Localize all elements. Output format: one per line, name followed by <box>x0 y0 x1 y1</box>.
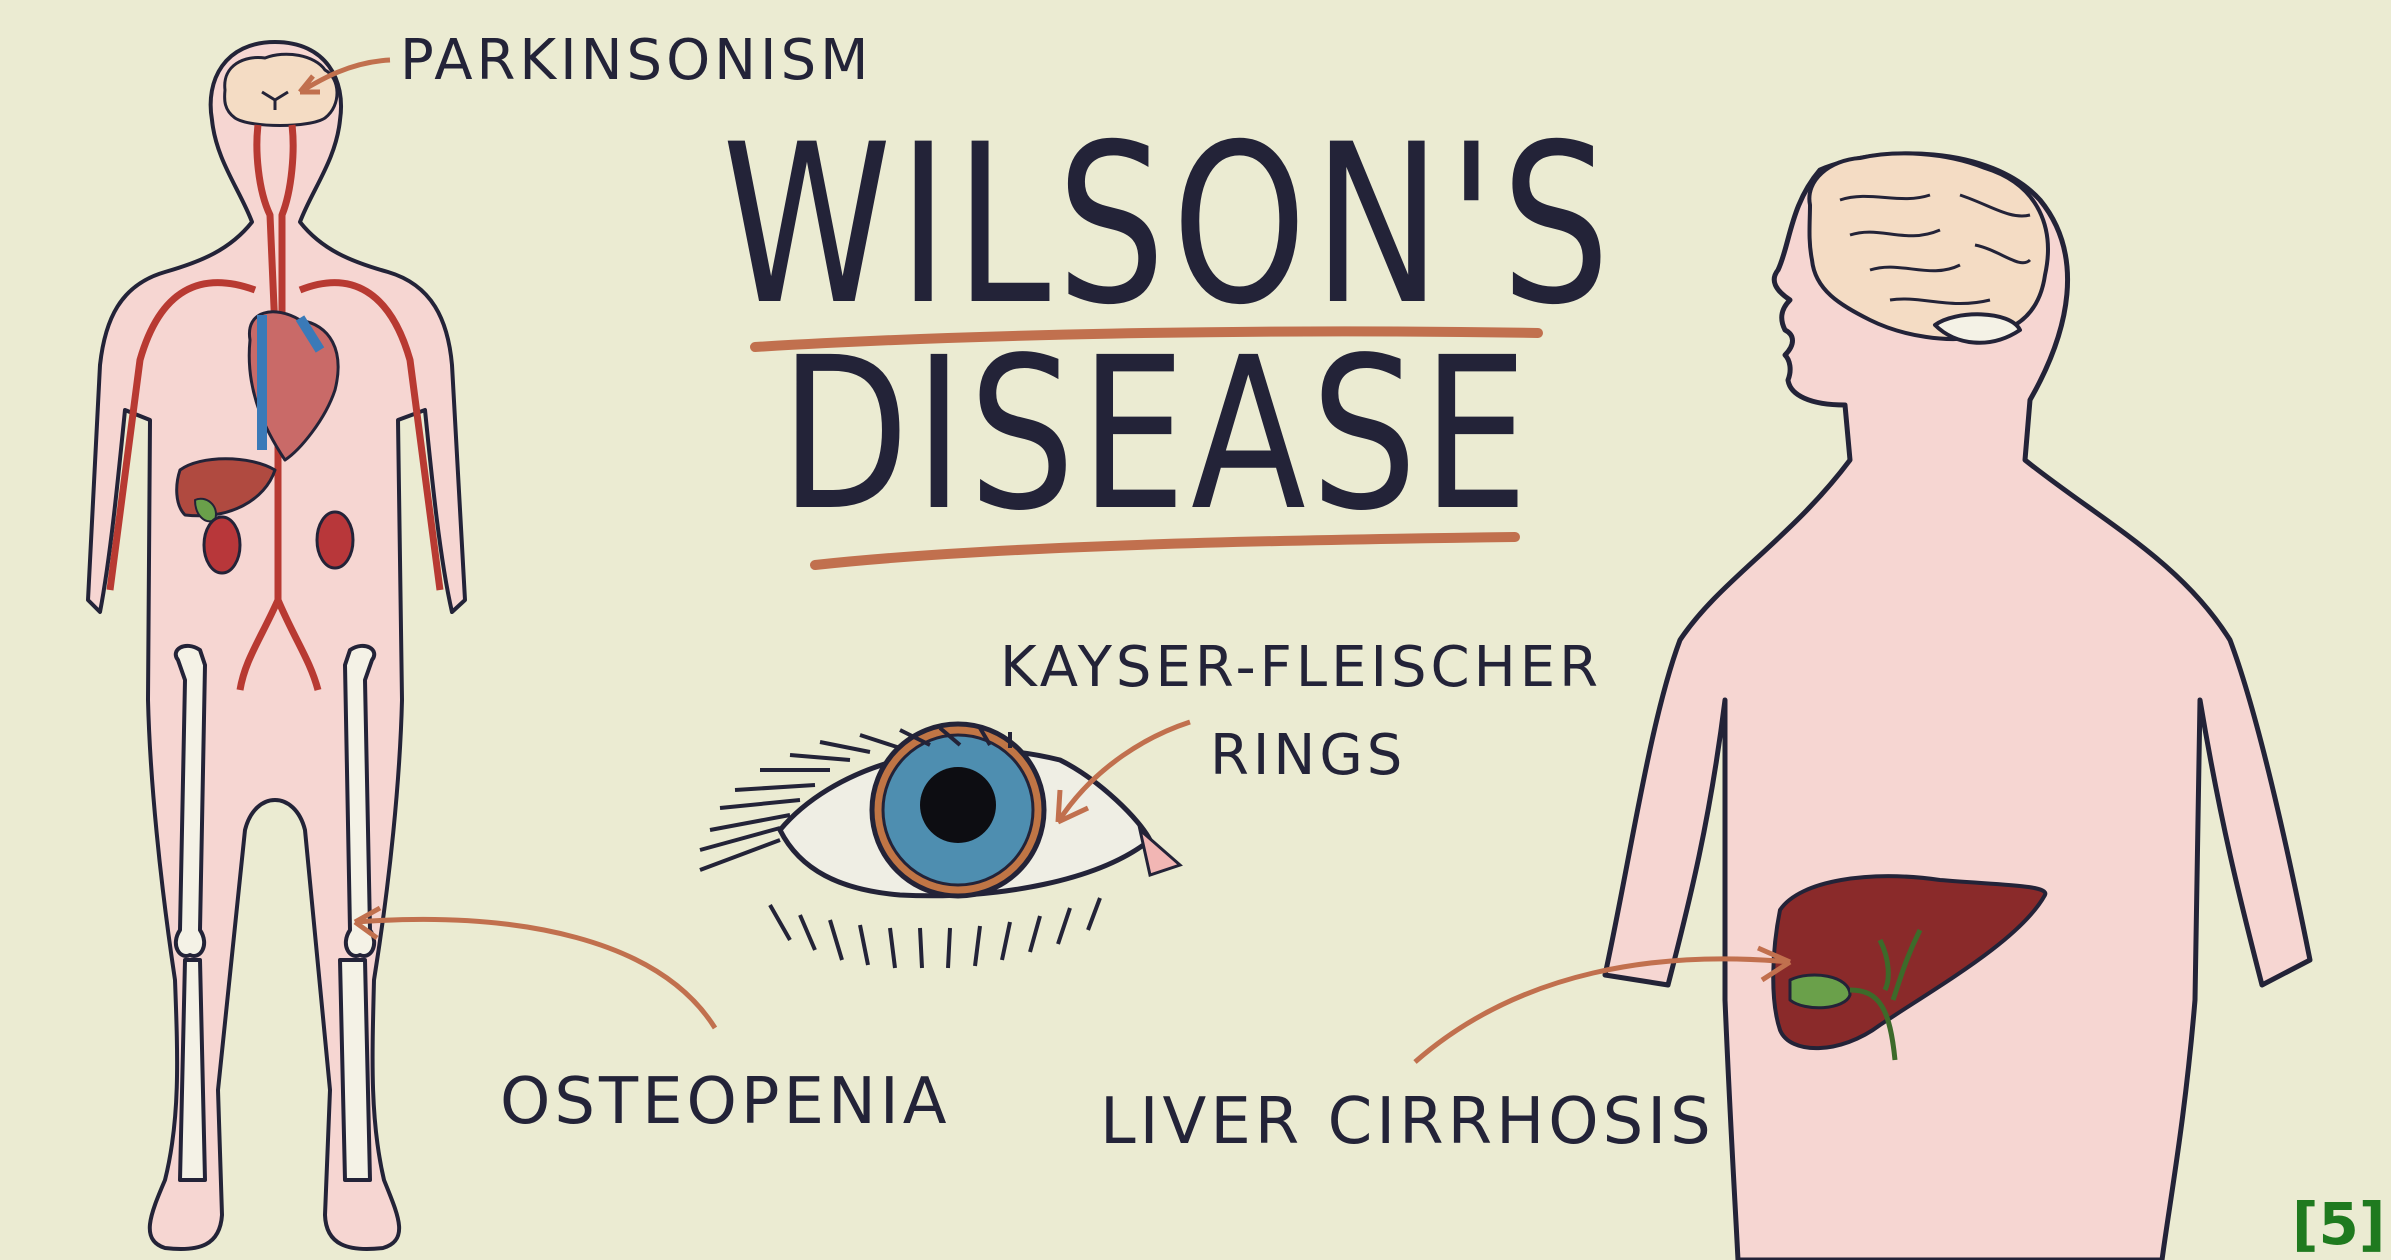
title-line-1: WILSON'S <box>722 115 1616 335</box>
reference-marker: [5] <box>2292 1190 2385 1258</box>
title-line-2: DISEASE <box>780 330 1533 540</box>
brain-small <box>225 54 337 125</box>
label-kayser-fleischer: KAYSER-FLEISCHER <box>1000 635 1602 700</box>
body-outline <box>88 42 465 1249</box>
pupil <box>920 767 996 843</box>
full-body-figure <box>88 42 465 1249</box>
label-liver-cirrhosis: LIVER CIRRHOSIS <box>1100 1085 1715 1159</box>
eye-caruncle <box>1140 830 1180 875</box>
label-osteopenia: OSTEOPENIA <box>500 1065 950 1139</box>
osteopenia-arrow <box>355 908 715 1028</box>
label-parkinsonism: PARKINSONISM <box>400 28 872 93</box>
label-rings: RINGS <box>1210 723 1406 788</box>
gallbladder-large <box>1790 975 1850 1008</box>
kidney-right <box>317 512 353 568</box>
eye-illustration <box>700 724 1180 968</box>
kidney-left <box>204 517 240 573</box>
